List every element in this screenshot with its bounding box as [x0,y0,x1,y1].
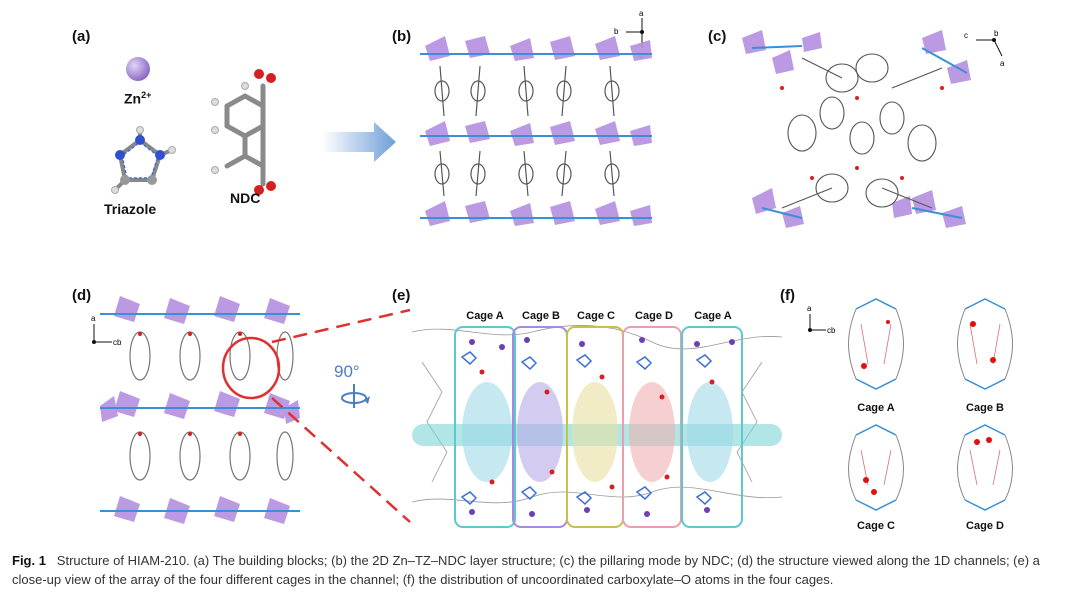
rotation-label: 90° [334,362,360,381]
layer-structure-image [420,36,652,226]
axis-a: a [639,9,644,18]
pillaring-mode-image [742,30,971,228]
cage-label-e-a: Cage A [466,310,504,322]
cage-label-e-a2: Cage A [694,310,732,322]
cage-a2-ellipse [687,382,733,482]
cage-label-e-b: Cage B [522,310,560,322]
cage-label-f-a: Cage A [857,402,895,414]
zn-symbol: Zn [124,90,142,107]
panel-c-label: (c) [708,28,727,45]
cage-label-f-c: Cage C [857,520,895,532]
cage-a-structure [848,298,904,390]
zn-ion-icon [126,57,150,81]
cage-b-ellipse [517,382,563,482]
axis-indicator-f: a cb [807,304,836,335]
axis-f-cb: cb [827,326,836,335]
panel-e-label: (e) [392,287,411,304]
axis-c-a: a [1000,59,1005,68]
arrow-right-icon [322,122,396,162]
zn-charge: 2+ [141,90,152,100]
cage-c-structure [848,424,904,511]
cage-d-structure [957,424,1013,511]
figure-label: Fig. 1 [12,553,46,568]
triazole-molecule-icon [111,126,176,194]
cage-d-ellipse [629,382,675,482]
axis-b: b [614,27,619,36]
axis-c-b: b [994,29,999,38]
triazole-label: Triazole [104,201,157,217]
axis-d-cb: cb [113,338,122,347]
panel-b-label: (b) [392,28,412,45]
axis-c-c: c [964,31,968,40]
figure-caption: Fig. 1 Structure of HIAM-210. (a) The bu… [12,551,1072,589]
cage-c-ellipse [572,382,618,482]
panel-d-label: (d) [72,287,92,304]
caption-text: Structure of HIAM-210. (a) The building … [12,553,1040,587]
ndc-label: NDC [230,190,261,206]
panel-f-label: (f) [780,287,795,304]
cage-a2-frame [681,326,743,528]
axis-indicator-d: a cb [91,314,122,347]
zoom-circle [221,336,281,400]
axis-d-a: a [91,314,96,323]
zn-label: Zn2+ [124,90,151,107]
rotation-arrow-icon [341,384,370,408]
ndc-molecule-icon [211,69,276,195]
axis-indicator-c: c b a [964,29,1005,68]
cage-a-frame [454,326,516,528]
cage-label-f-d: Cage D [966,520,1004,532]
panel-a-label: (a) [72,28,91,45]
cage-label-e-c: Cage C [577,310,615,322]
cage-b-structure [957,298,1013,390]
cage-label-f-b: Cage B [966,402,1004,414]
cage-array-image [411,325,783,528]
channel-view-image [100,296,300,524]
cage-label-e-d: Cage D [635,310,673,322]
cage-a-ellipse [462,382,512,482]
axis-f-a: a [807,304,812,313]
